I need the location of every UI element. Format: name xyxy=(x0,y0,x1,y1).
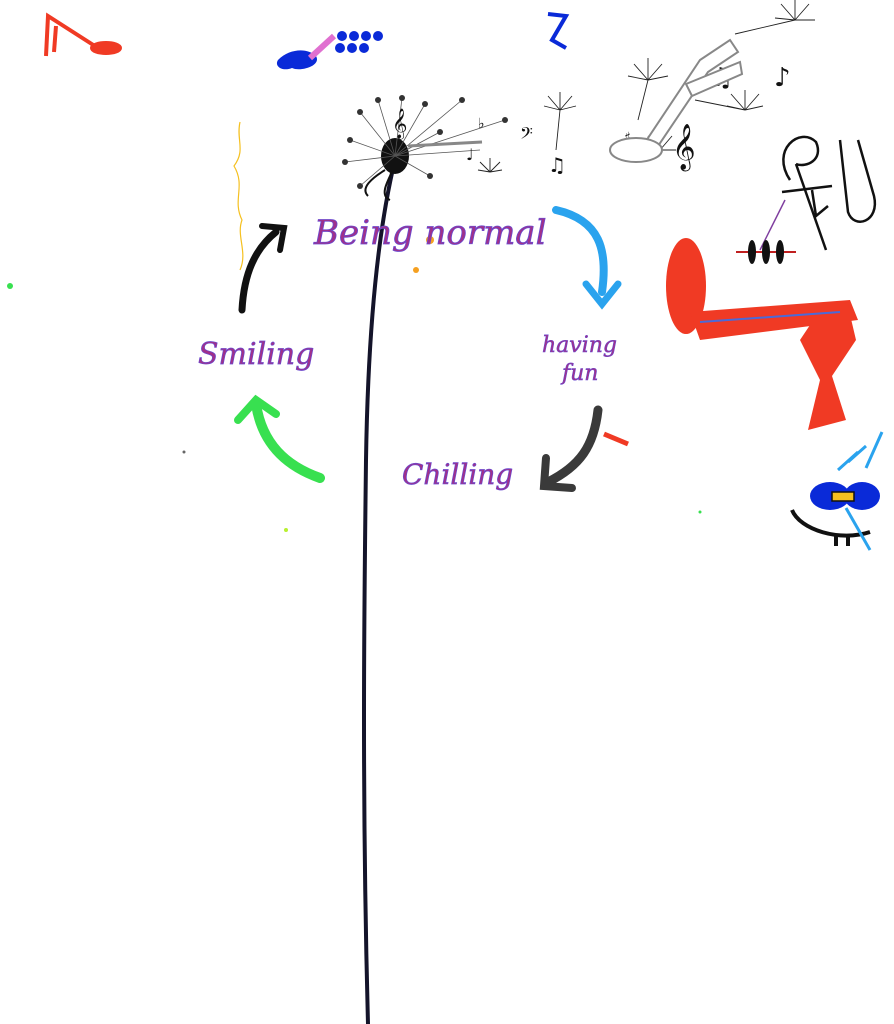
dandelion-icon xyxy=(342,95,508,201)
arrow-to-being-normal xyxy=(238,228,280,314)
arrow-head-to-being-normal xyxy=(259,223,288,253)
flat-icon: ♭ xyxy=(478,116,485,132)
quarter-note-icon: ♩ xyxy=(466,145,474,164)
sketch-note-icon xyxy=(759,135,877,251)
label-being-normal: Being normal xyxy=(313,213,546,253)
arrow-head-to-chilling xyxy=(539,454,576,492)
red-bar-marks xyxy=(736,240,796,264)
dandelion-stem xyxy=(362,159,397,1024)
red-paint-note-icon xyxy=(666,238,858,430)
arrow-to-smiling xyxy=(251,399,325,483)
paint-specks xyxy=(7,236,702,532)
outlined-note-icon xyxy=(609,38,744,163)
red-eighth-note-icon xyxy=(44,12,122,57)
eighth-note-icon: ♫ xyxy=(548,153,566,177)
red-accent-stroke xyxy=(603,431,629,447)
label-having-fun-line1: having xyxy=(542,333,617,358)
blue-scribble xyxy=(276,31,383,70)
arrow-to-chilling xyxy=(543,405,603,487)
arrow-head-to-having-fun xyxy=(582,280,622,310)
treble-clef-icon: 𝄞 xyxy=(672,124,696,172)
treble-clef-icon: 𝄞 xyxy=(392,108,407,140)
label-having-fun-line2: fun xyxy=(560,361,598,386)
blue-z-mark xyxy=(547,12,570,50)
music-notes-cluster: 𝄞 𝄢 ♫ ♩ ♭ ♯ 𝄞 ♫ ♪ xyxy=(392,63,791,177)
label-smiling: Smiling xyxy=(198,337,314,372)
arrow-to-having-fun xyxy=(552,206,608,296)
smiley-face-icon xyxy=(790,431,884,551)
bass-clef-icon: 𝄢 xyxy=(520,123,533,147)
quarter-note-icon: ♪ xyxy=(774,63,791,93)
arrow-head-to-smiling xyxy=(234,394,280,424)
label-chilling: Chilling xyxy=(402,458,513,491)
yellow-squiggle xyxy=(233,121,244,271)
